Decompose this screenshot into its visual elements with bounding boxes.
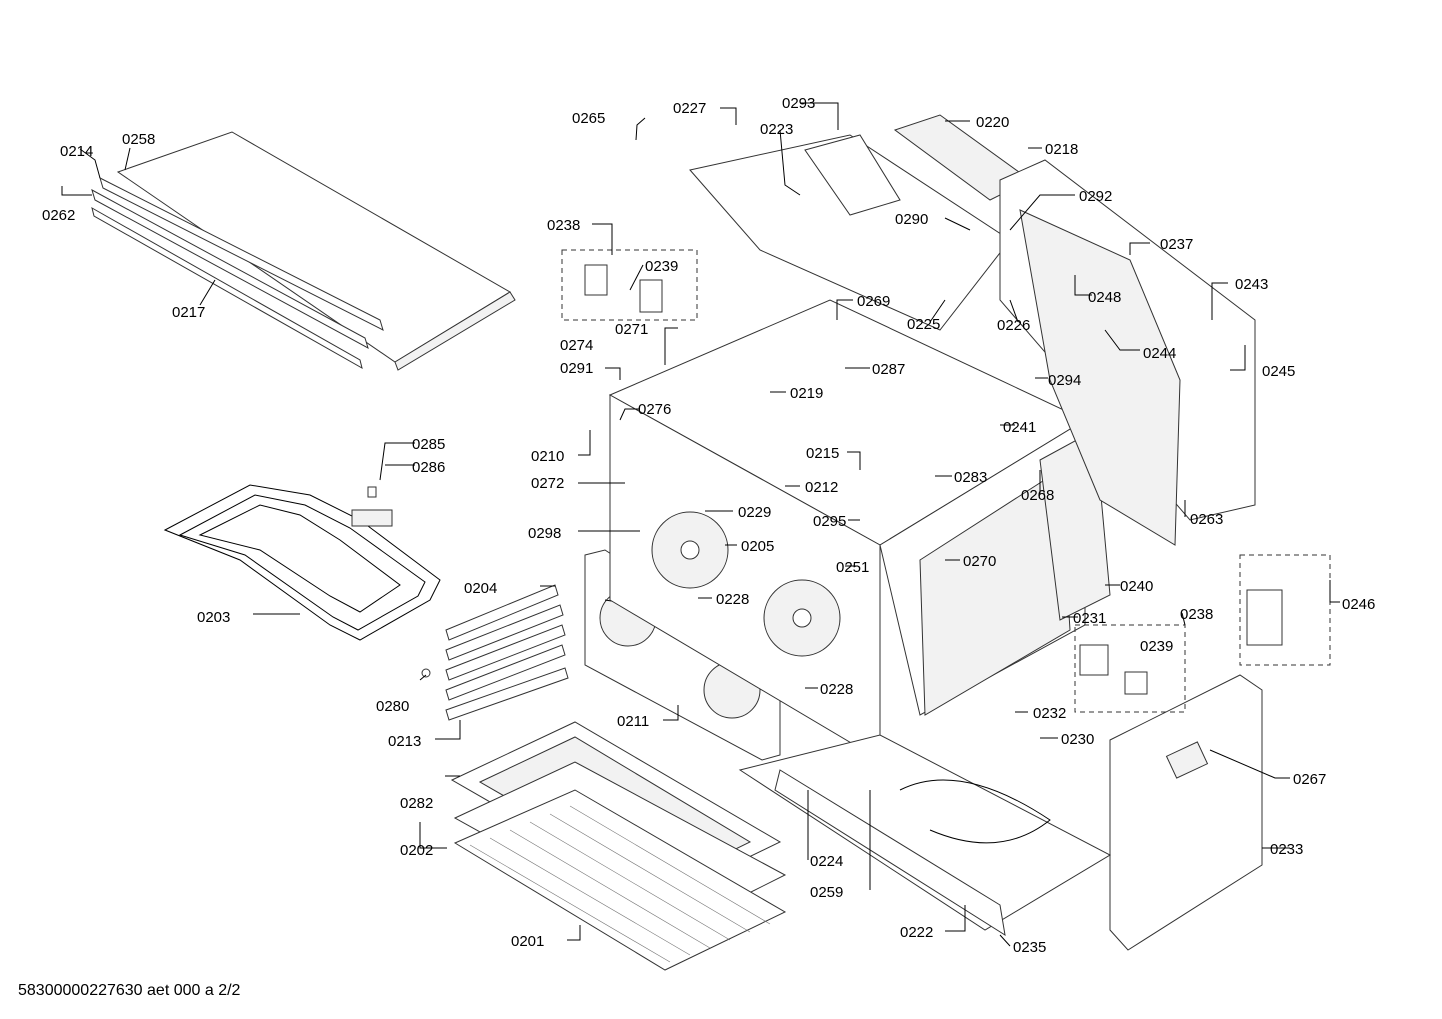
label-0211: 0211 (617, 713, 649, 730)
label-0283: 0283 (954, 469, 987, 486)
label-0244: 0244 (1143, 345, 1176, 362)
label-0239-top: 0239 (645, 258, 678, 275)
label-0258: 0258 (122, 131, 155, 148)
rear-panel (999, 159, 1256, 546)
label-0202: 0202 (400, 842, 433, 859)
label-0270: 0270 (963, 553, 996, 570)
label-0246: 0246 (1342, 596, 1375, 613)
label-0286: 0286 (412, 459, 445, 476)
part-labels: 0265 0227 0293 0223 0220 0218 0292 0290 … (42, 95, 1375, 956)
label-0295: 0295 (813, 513, 846, 530)
label-0230: 0230 (1061, 731, 1094, 748)
label-0228-top: 0228 (716, 591, 749, 608)
drawing-id: 58300000227630 aet 000 a 2/2 (18, 982, 241, 999)
grill-heating-element (163, 484, 441, 641)
label-0259: 0259 (810, 884, 843, 901)
label-0214: 0214 (60, 143, 93, 160)
label-0294: 0294 (1048, 372, 1081, 389)
shelf-rails (421, 584, 569, 721)
label-0285: 0285 (412, 436, 445, 453)
side-panel (1109, 674, 1263, 951)
label-0212: 0212 (805, 479, 838, 496)
label-0267: 0267 (1293, 771, 1326, 788)
label-0238-top: 0238 (547, 217, 580, 234)
label-0238-bottom: 0238 (1180, 606, 1213, 623)
label-0227: 0227 (673, 100, 706, 117)
label-0265: 0265 (572, 110, 605, 127)
label-0291: 0291 (560, 360, 593, 377)
label-0239-bottom: 0239 (1140, 638, 1173, 655)
label-0231: 0231 (1073, 610, 1106, 627)
label-0215: 0215 (806, 445, 839, 462)
cavity-top-panel (689, 114, 1031, 331)
label-0222: 0222 (900, 924, 933, 941)
label-0276: 0276 (638, 401, 671, 418)
label-0225: 0225 (907, 316, 940, 333)
label-0293: 0293 (782, 95, 815, 112)
label-0292: 0292 (1079, 188, 1112, 205)
leader-lines (61, 102, 1340, 947)
label-0243: 0243 (1235, 276, 1268, 293)
label-0201: 0201 (511, 933, 544, 950)
label-0262: 0262 (42, 207, 75, 224)
detail-boxes (561, 249, 1331, 713)
label-0241: 0241 (1003, 419, 1036, 436)
label-0228-bottom: 0228 (820, 681, 853, 698)
label-0272: 0272 (531, 475, 564, 492)
label-0287: 0287 (872, 361, 905, 378)
label-0219: 0219 (790, 385, 823, 402)
label-0229: 0229 (738, 504, 771, 521)
label-0205: 0205 (741, 538, 774, 555)
label-0263: 0263 (1190, 511, 1223, 528)
label-0235: 0235 (1013, 939, 1046, 956)
label-0269: 0269 (857, 293, 890, 310)
label-0223: 0223 (760, 121, 793, 138)
label-0280: 0280 (376, 698, 409, 715)
label-0220: 0220 (976, 114, 1009, 131)
label-0271: 0271 (615, 321, 648, 338)
label-0298: 0298 (528, 525, 561, 542)
label-0274: 0274 (560, 337, 593, 354)
label-0237: 0237 (1160, 236, 1193, 253)
baking-trays (450, 721, 787, 971)
label-0245: 0245 (1262, 363, 1295, 380)
label-0213: 0213 (388, 733, 421, 750)
label-0204: 0204 (464, 580, 497, 597)
label-0232: 0232 (1033, 705, 1066, 722)
label-0224: 0224 (810, 853, 843, 870)
label-0233: 0233 (1270, 841, 1303, 858)
label-0210: 0210 (531, 448, 564, 465)
bottom-frame (738, 734, 1112, 937)
label-0251: 0251 (836, 559, 869, 576)
label-0218: 0218 (1045, 141, 1078, 158)
label-0217: 0217 (172, 304, 205, 321)
top-cover-panel (91, 131, 516, 371)
label-0282: 0282 (400, 795, 433, 812)
label-0203: 0203 (197, 609, 230, 626)
label-0248: 0248 (1088, 289, 1121, 306)
label-0226: 0226 (997, 317, 1030, 334)
label-0290: 0290 (895, 211, 928, 228)
label-0240: 0240 (1120, 578, 1153, 595)
label-0268: 0268 (1021, 487, 1054, 504)
